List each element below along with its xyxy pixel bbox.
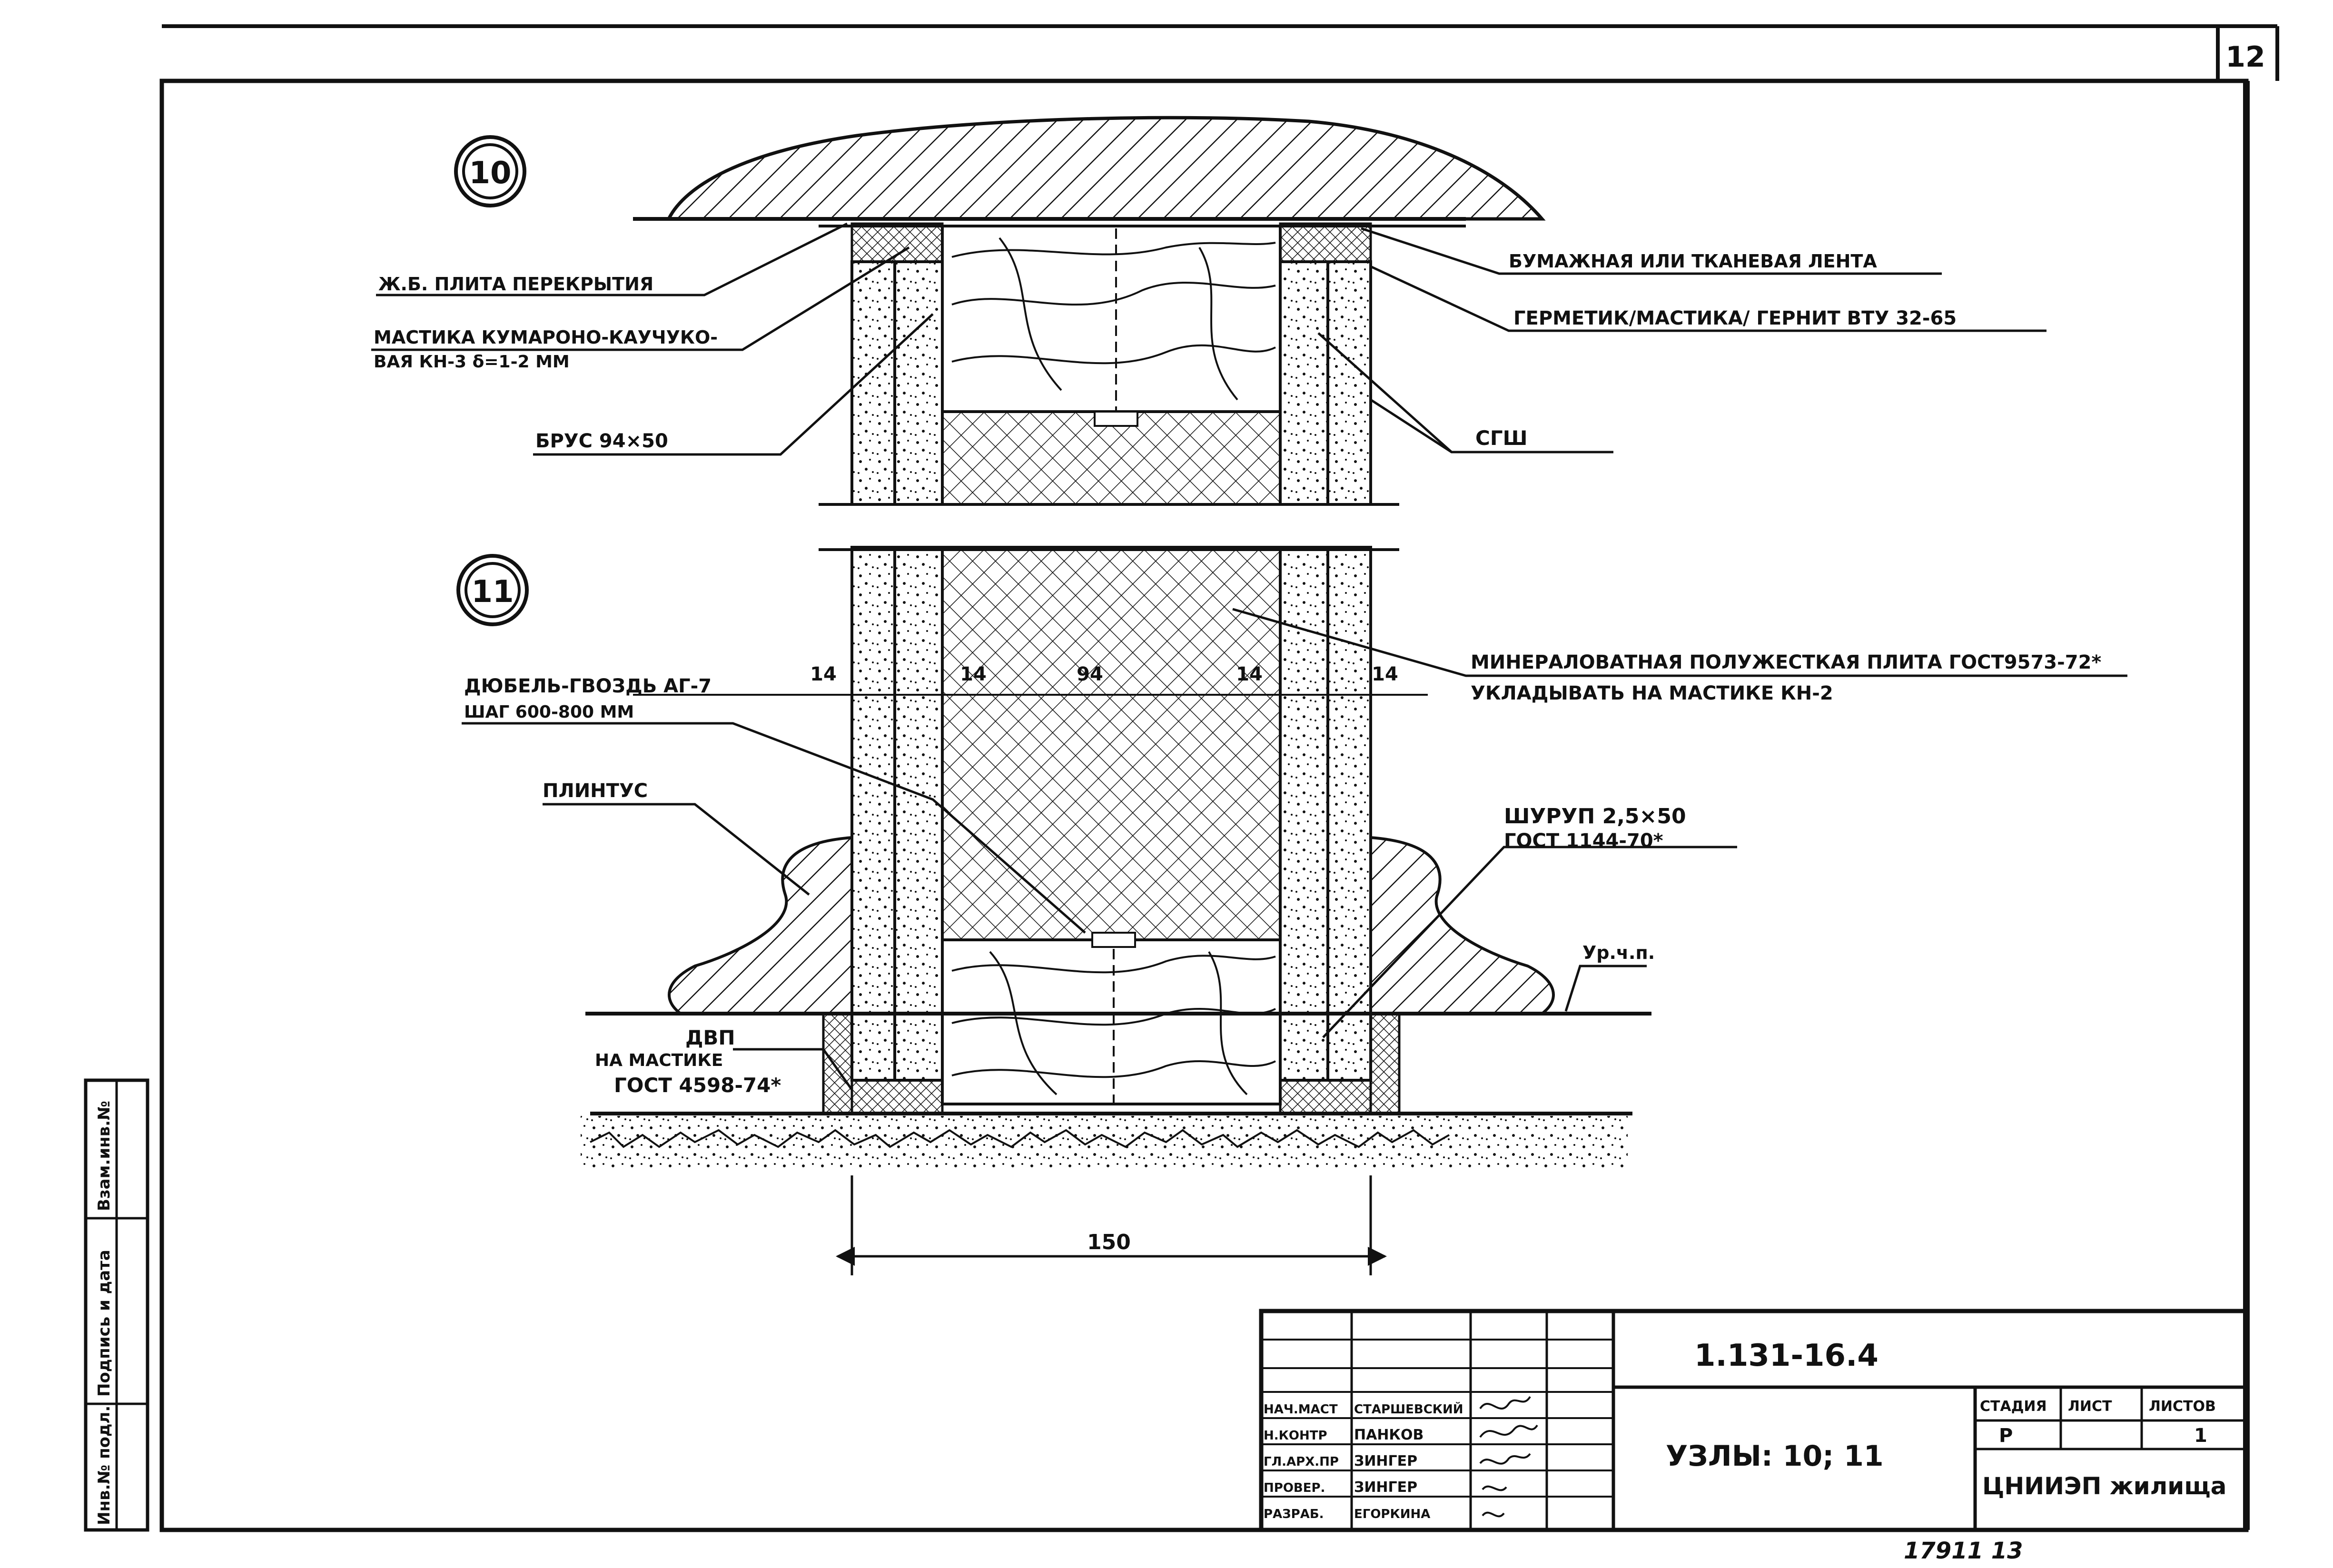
label-floor-level: Ур.ч.п.	[1582, 942, 1655, 963]
doc-code: 1.131-16.4	[1694, 1338, 1878, 1373]
role-row-3: ГЛ.АРХ.ПР	[1264, 1455, 1339, 1469]
dim-14-inner-right: 14	[1236, 663, 1263, 685]
node-marker-10-label: 10	[469, 156, 511, 191]
label-bar: БРУС 94×50	[535, 430, 668, 452]
node-marker-11-label: 11	[471, 574, 514, 610]
label-dowel-2: ШАГ 600-800 ММ	[464, 702, 634, 722]
partition-node-10	[819, 222, 1399, 551]
side-stamp	[84, 1078, 149, 1532]
name-row-4: ЗИНГЕР	[1354, 1479, 1417, 1496]
side-inv-podl: Инв.№ подл.	[95, 1406, 114, 1525]
floor-base	[581, 1112, 1632, 1168]
role-row-5: РАЗРАБ.	[1264, 1507, 1324, 1521]
name-row-5: ЕГОРКИНА	[1354, 1507, 1430, 1521]
dimension-150	[836, 1175, 1387, 1275]
role-row-4: ПРОВЕР.	[1264, 1481, 1325, 1495]
label-gypsum: СГШ	[1475, 426, 1527, 450]
label-mineral-2: УКЛАДЫВАТЬ НА МАСТИКЕ КН-2	[1471, 682, 1833, 704]
stage-header: СТАДИЯ	[1980, 1398, 2047, 1415]
label-sealant: ГЕРМЕТИК/МАСТИКА/ ГЕРНИТ ВТУ 32-65	[1513, 307, 1957, 329]
label-mastic-2: ВАЯ КН-3 δ=1-2 ММ	[374, 352, 570, 372]
label-screw-1: ШУРУП 2,5×50	[1504, 804, 1686, 828]
label-slab: Ж.Б. ПЛИТА ПЕРЕКРЫТИЯ	[378, 274, 653, 295]
slab-section	[633, 116, 1546, 227]
label-screw-2: ГОСТ 1144-70*	[1504, 830, 1663, 852]
partition-node-11	[585, 546, 1651, 1115]
sheet-header: ЛИСТ	[2068, 1398, 2112, 1415]
dim-14-inner-left: 14	[960, 663, 987, 685]
dim-94: 94	[1077, 663, 1103, 685]
label-dowel-1: ДЮБЕЛЬ-ГВОЗДЬ АГ-7	[464, 675, 712, 697]
name-row-1: СТАРШЕВСКИЙ	[1354, 1401, 1463, 1417]
sheet-frame	[159, 24, 2279, 1532]
signature-marks	[1479, 1396, 1538, 1518]
stage-value: Р	[1999, 1425, 2013, 1447]
role-row-2: Н.КОНТР	[1264, 1429, 1327, 1443]
drawing-title: УЗЛЫ: 10; 11	[1666, 1440, 1884, 1473]
name-row-3: ЗИНГЕР	[1354, 1453, 1417, 1469]
page-number: 12	[2225, 40, 2265, 74]
handwritten-number: 17911 13	[1904, 1538, 2023, 1564]
leader-lines	[371, 222, 2127, 1091]
name-row-2: ПАНКОВ	[1354, 1427, 1424, 1443]
sheets-header: ЛИСТОВ	[2149, 1398, 2216, 1415]
dim-14-left: 14	[810, 663, 837, 685]
org-name: ЦНИИЭП жилища	[1982, 1472, 2226, 1500]
side-signature-date: Подпись и дата	[95, 1250, 114, 1397]
label-dvp-1: ДВП	[685, 1026, 735, 1049]
label-dvp-2: НА МАСТИКЕ	[595, 1051, 723, 1070]
dim-14-right: 14	[1372, 663, 1398, 685]
side-vzam-inv: Взам.инв.№	[95, 1101, 114, 1211]
label-dvp-3: ГОСТ 4598-74*	[614, 1074, 781, 1097]
node-marker-10	[454, 135, 526, 207]
node-marker-11	[456, 554, 529, 626]
label-mineral-1: МИНЕРАЛОВАТНАЯ ПОЛУЖЕСТКАЯ ПЛИТА ГОСТ957…	[1471, 651, 2101, 673]
title-block	[1259, 1309, 2249, 1532]
label-plinth: ПЛИНТУС	[543, 780, 648, 802]
label-tape: БУМАЖНАЯ ИЛИ ТКАНЕВАЯ ЛЕНТА	[1509, 251, 1877, 272]
role-row-1: НАЧ.МАСТ	[1264, 1402, 1338, 1417]
label-mastic-1: МАСТИКА КУМАРОНО-КАУЧУКО-	[374, 327, 718, 348]
dim-150-label: 150	[1087, 1230, 1131, 1254]
sheets-value: 1	[2194, 1425, 2207, 1447]
